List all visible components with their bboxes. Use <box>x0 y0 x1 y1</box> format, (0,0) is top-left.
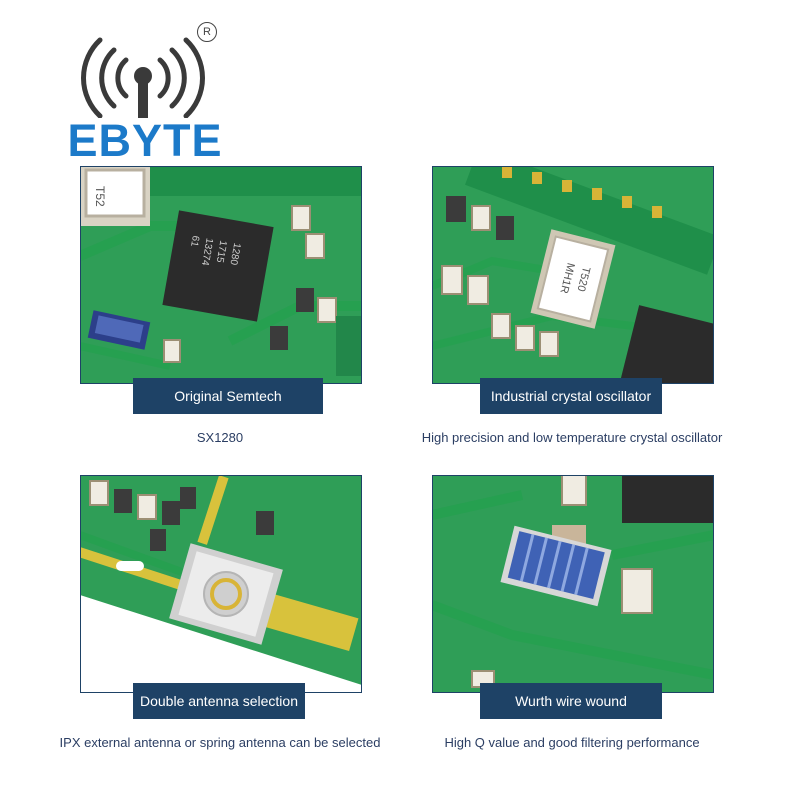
feature-subtitle-1: SX1280 <box>196 430 244 445</box>
wireless-tower-icon <box>81 37 205 118</box>
chip-mark-3: 13274 <box>199 237 215 267</box>
feature-subtitle-2: High precision and low temperature cryst… <box>421 430 723 445</box>
crystal-mark-1: T520 <box>574 265 592 292</box>
feature-title-2: Industrial crystal oscillator <box>480 378 662 414</box>
chip-mark-4: 61 <box>188 235 201 248</box>
inductor-photo <box>432 475 714 693</box>
feature-subtitle-4: High Q value and good filtering performa… <box>444 735 700 750</box>
ipx-antenna-photo <box>80 475 362 693</box>
feature-card-inductor: Wurth wire wound inductance High Q value… <box>432 475 772 765</box>
chip-mark-2: 1715 <box>214 240 229 264</box>
feature-title-3: Double antenna selection <box>133 683 305 719</box>
feature-card-chip: T52 1280 1715 13274 61 Original Semtech … <box>80 166 420 456</box>
sx1280-chip-photo: T52 1280 1715 13274 61 <box>80 166 362 384</box>
brand-name: EBYTE <box>67 115 223 166</box>
registered-mark: R <box>197 22 217 42</box>
feature-card-antenna: Double antenna selection IPX external an… <box>60 475 420 765</box>
feature-card-crystal: T520 MH1R Industrial crystal oscillator … <box>422 166 772 456</box>
crystal-oscillator-photo: T520 MH1R <box>432 166 714 384</box>
feature-title-4: Wurth wire wound inductance <box>480 683 662 745</box>
feature-title-1: Original Semtech <box>133 378 323 414</box>
svg-text:T52: T52 <box>93 186 107 207</box>
chip-mark-1: 1280 <box>227 242 242 266</box>
ebyte-logo: R EBYTE <box>36 22 256 163</box>
feature-subtitle-3: IPX external antenna or spring antenna c… <box>59 735 381 750</box>
